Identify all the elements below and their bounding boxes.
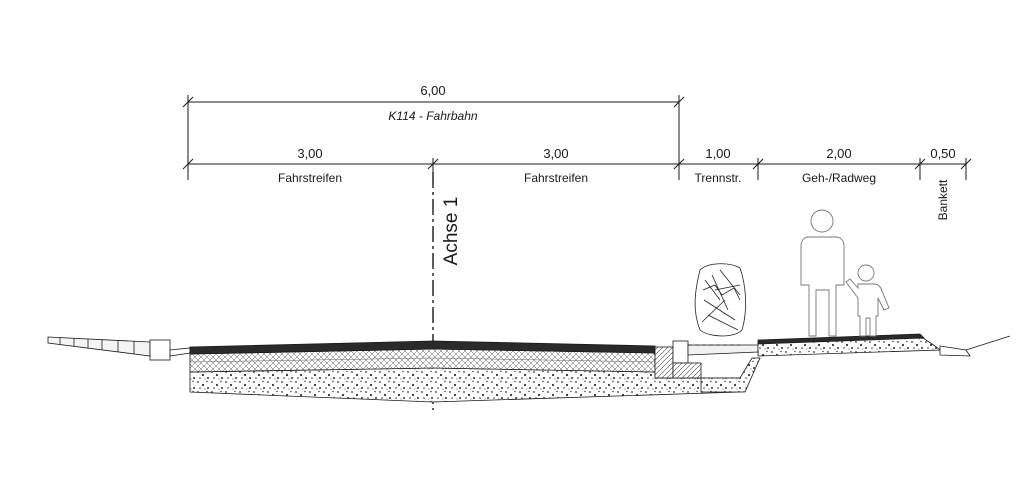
- tree-icon: [694, 263, 746, 337]
- segment-label-verge: Bankett: [936, 179, 950, 220]
- segment-value-verge: 0,50: [930, 146, 955, 161]
- segment-value-separator: 1,00: [705, 146, 730, 161]
- road-pavement: [189, 340, 741, 403]
- segment-value-footpath: 2,00: [826, 146, 851, 161]
- segment-label-lane-left: Fahrstreifen: [278, 171, 342, 185]
- segment-label-separator: Trennstr.: [695, 171, 742, 185]
- dimension-chains: [182, 95, 972, 180]
- child-pedestrian-icon: [845, 264, 890, 337]
- segment-value-lane-left: 3,00: [297, 146, 322, 161]
- overall-width-label: K114 - Fahrbahn: [388, 109, 477, 123]
- adult-pedestrian-icon: [800, 209, 845, 337]
- segment-value-lane-right: 3,00: [543, 146, 568, 161]
- segment-label-lane-right: Fahrstreifen: [524, 171, 588, 185]
- segment-label-footpath: Geh-/Radweg: [802, 171, 876, 185]
- footpath: [757, 333, 1011, 357]
- axis-label: Achse 1: [441, 197, 462, 266]
- kerb-and-separator: [654, 340, 761, 393]
- overall-width-value: 6,00: [420, 83, 445, 98]
- left-terrain: [47, 336, 191, 361]
